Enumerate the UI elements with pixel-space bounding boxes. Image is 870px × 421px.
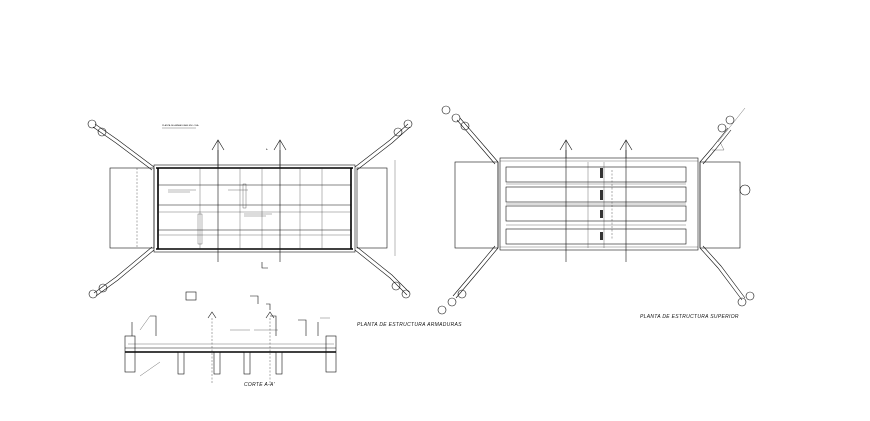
left-wing-wall-bottom	[95, 249, 155, 297]
girder-2	[505, 186, 687, 203]
right-plan-left-abutment	[454, 161, 499, 249]
right-section-arrow-2	[619, 139, 633, 158]
right-plan-caption: PLANTA DE ESTRUCTURA SUPERIOR	[640, 314, 739, 320]
left-wing-end-posts	[87, 119, 413, 299]
section-label: CORTE A-A'	[244, 382, 276, 388]
right-section-arrow-1	[559, 139, 573, 158]
girder-1	[505, 166, 687, 183]
left-plan-caption: PLANTA DE ESTRUCTURA ARMADURAS	[357, 322, 462, 328]
left-abutment-block	[109, 167, 155, 249]
left-section-arrow-1	[211, 139, 225, 168]
section-a-a: CORTE A-A'	[124, 291, 337, 388]
right-wing-wall-top	[354, 123, 409, 168]
right-wing-wall-bottom	[354, 249, 408, 296]
right-wing-end-posts	[437, 105, 755, 315]
section-mark-a: A	[266, 148, 268, 151]
left-section-arrow-2	[273, 139, 287, 168]
right-plan	[437, 105, 755, 315]
left-plan: PLANTA DE ARMADURAS EN LOSA	[87, 119, 413, 299]
right-abutment-block	[356, 167, 388, 249]
left-plan-title: PLANTA DE ARMADURAS EN LOSA	[162, 124, 199, 127]
girder-4	[505, 228, 687, 245]
left-wing-wall-top	[94, 123, 155, 168]
right-plan-right-abutment	[699, 161, 741, 249]
left-deck-outline	[153, 164, 356, 253]
girder-3	[505, 205, 687, 222]
right-deck-outline	[499, 157, 699, 251]
